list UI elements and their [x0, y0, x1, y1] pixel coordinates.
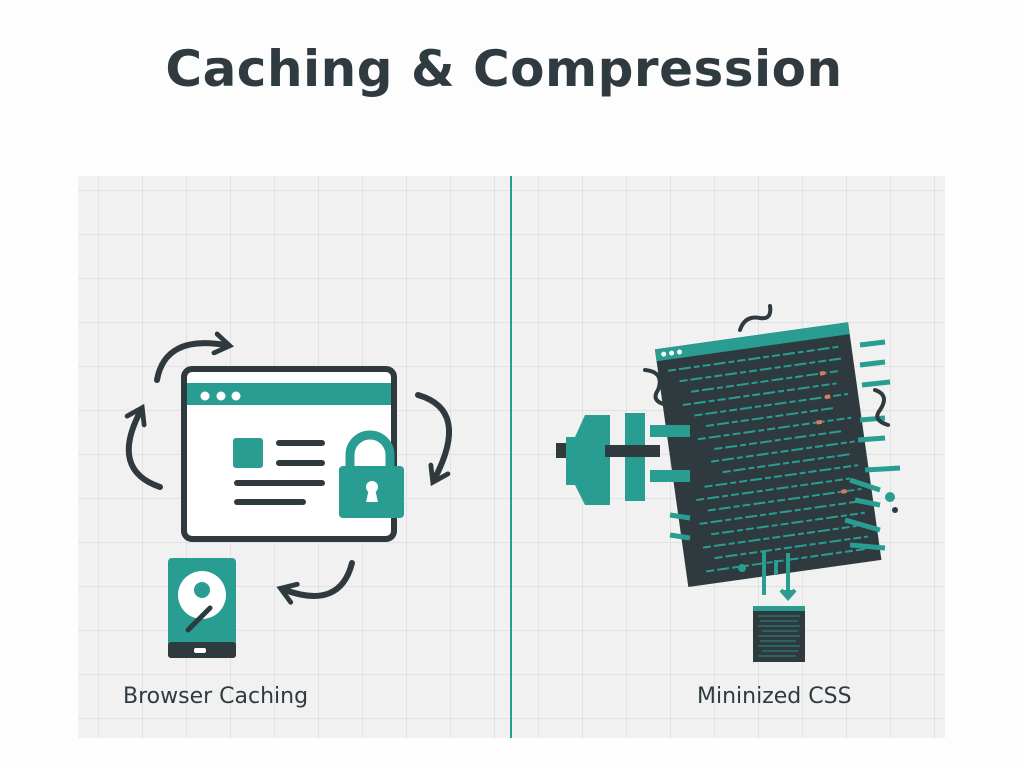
vise-icon — [556, 413, 690, 505]
down-arrow-icon — [762, 552, 797, 602]
minimized-css-file-icon — [753, 606, 805, 662]
squiggles-icon — [643, 304, 890, 427]
cycle-arrows-icon — [124, 331, 452, 605]
minimized-css-label: Mininized CSS — [697, 684, 852, 709]
page-title: Caching & Compression — [165, 40, 843, 98]
code-document-icon — [654, 322, 882, 588]
disk-device-icon — [168, 558, 236, 658]
lock-icon — [339, 430, 404, 518]
browser-caching-label: Browser Caching — [123, 684, 309, 709]
panel-divider — [510, 176, 512, 738]
speed-lines-icon — [669, 339, 901, 551]
